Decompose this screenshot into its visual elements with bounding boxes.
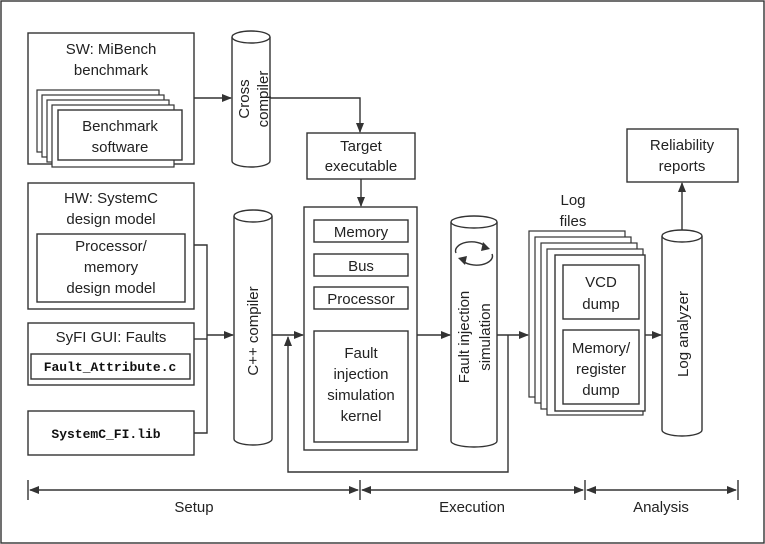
- log-analyzer-label: Log analyzer: [675, 291, 692, 377]
- hw-title-line1: HW: SystemC: [64, 190, 158, 207]
- sw-title-line1: SW: MiBench: [66, 41, 157, 58]
- benchmark-line1: Benchmark: [82, 118, 158, 135]
- phase-setup: Setup: [174, 499, 213, 516]
- vcd-line1: VCD: [585, 274, 617, 291]
- sw-mibench-block: SW: MiBench benchmark Benchmark software: [27, 32, 195, 168]
- log-files-line1: Log: [560, 192, 585, 209]
- reports-line1: Reliability: [650, 137, 715, 154]
- benchmark-line2: software: [92, 139, 149, 156]
- cross-compiler-line2: compiler: [255, 71, 272, 128]
- connectors: [194, 94, 686, 473]
- bus-label: Bus: [348, 258, 374, 275]
- kernel-line4: kernel: [341, 408, 382, 425]
- kernel-line1: Fault: [344, 345, 378, 362]
- target-line2: executable: [325, 158, 398, 175]
- benchmark-stack: [36, 89, 183, 168]
- vcd-line2: dump: [582, 296, 620, 313]
- memory-label: Memory: [334, 224, 389, 241]
- hw-title-line2: design model: [66, 211, 155, 228]
- log-analyzer-cylinder: Log analyzer: [661, 229, 703, 437]
- cross-compiler-cylinder: Cross compiler: [231, 30, 272, 168]
- processor-label: Processor: [327, 291, 395, 308]
- cross-compiler-line1: Cross: [236, 79, 253, 118]
- kernel-line2: injection: [333, 366, 388, 383]
- fis-line2: simulation: [477, 303, 494, 371]
- log-files-stack: Log files VCD dump Memory/ register dump: [528, 192, 646, 416]
- hw-inner-line1: Processor/: [75, 238, 148, 255]
- systemc-fi-lib-file: SystemC_FI.lib: [51, 427, 160, 442]
- systemc-fi-lib-block: SystemC_FI.lib: [27, 410, 195, 456]
- phase-analysis: Analysis: [633, 499, 689, 516]
- arrow-feedback-loop: [284, 335, 509, 473]
- log-files-line2: files: [560, 213, 587, 230]
- gui-title: SyFI GUI: Faults: [56, 329, 167, 346]
- reports-line2: reports: [659, 158, 706, 175]
- fault-attribute-file: Fault_Attribute.c: [44, 360, 177, 375]
- syfi-gui-block: SyFI GUI: Faults Fault_Attribute.c: [27, 322, 195, 386]
- reliability-reports-box: Reliability reports: [626, 128, 739, 183]
- sw-title-line2: benchmark: [74, 62, 149, 79]
- hw-inner-line3: design model: [66, 280, 155, 297]
- fis-line1: Fault injection: [456, 291, 473, 384]
- hw-systemc-block: HW: SystemC design model Processor/ memo…: [27, 182, 195, 310]
- memdump-line1: Memory/: [572, 340, 631, 357]
- cpp-compiler-label: C++ compiler: [245, 286, 262, 375]
- design-model-block: Memory Bus Processor Fault injection sim…: [303, 206, 418, 451]
- target-line1: Target: [340, 138, 383, 155]
- fault-injection-simulation-cylinder: Fault injection simulation: [450, 215, 498, 448]
- hw-inner-line2: memory: [84, 259, 139, 276]
- memdump-line2: register: [576, 361, 626, 378]
- target-executable-box: Target executable: [306, 132, 416, 180]
- phase-timeline: Setup Execution Analysis: [27, 480, 739, 516]
- arrow-cross-to-target: [270, 97, 364, 133]
- cycle-arrows-icon: [454, 241, 494, 266]
- kernel-line3: simulation: [327, 387, 395, 404]
- memdump-line3: dump: [582, 382, 620, 399]
- phase-execution: Execution: [439, 499, 505, 516]
- cpp-compiler-cylinder: C++ compiler: [233, 209, 273, 446]
